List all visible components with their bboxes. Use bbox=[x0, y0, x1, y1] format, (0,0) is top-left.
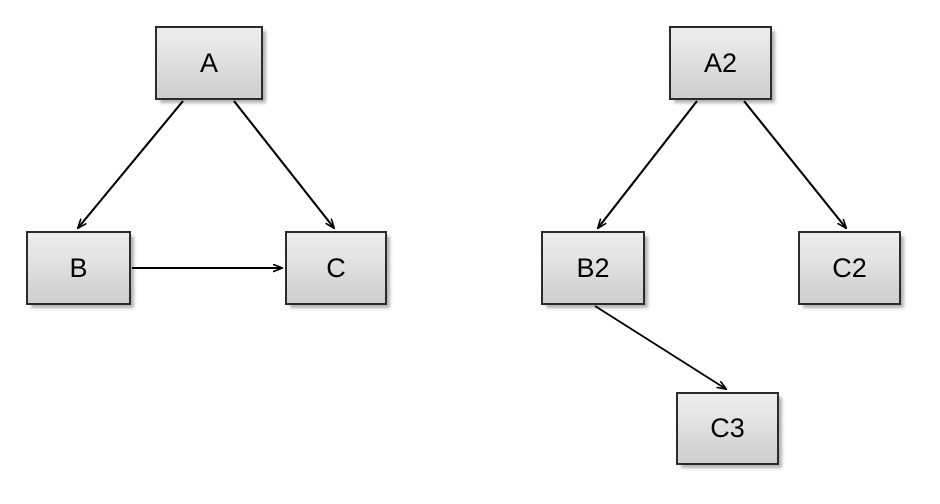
node-c2[interactable]: C2 bbox=[798, 231, 901, 305]
node-a-label: A bbox=[199, 47, 218, 78]
edge-a-to-b bbox=[78, 100, 184, 228]
node-a2-label: A2 bbox=[703, 47, 738, 78]
edge-a2-to-b2 bbox=[598, 100, 698, 228]
node-a[interactable]: A bbox=[155, 26, 263, 100]
node-b-label: B bbox=[69, 252, 88, 283]
edge-a-to-c bbox=[233, 100, 334, 228]
node-c3[interactable]: C3 bbox=[676, 392, 779, 465]
node-c-label: C bbox=[326, 252, 346, 283]
node-b2[interactable]: B2 bbox=[541, 231, 645, 305]
edge-b2-to-c3 bbox=[594, 305, 726, 389]
node-c[interactable]: C bbox=[285, 231, 387, 305]
node-c2-label: C2 bbox=[832, 252, 867, 283]
edges-left-graph bbox=[78, 100, 334, 268]
edges-right-graph bbox=[594, 100, 846, 389]
node-a2[interactable]: A2 bbox=[669, 26, 772, 100]
node-b2-label: B2 bbox=[576, 252, 610, 283]
node-b[interactable]: B bbox=[26, 231, 131, 305]
node-c3-label: C3 bbox=[710, 413, 745, 443]
edge-a2-to-c2 bbox=[743, 100, 846, 228]
